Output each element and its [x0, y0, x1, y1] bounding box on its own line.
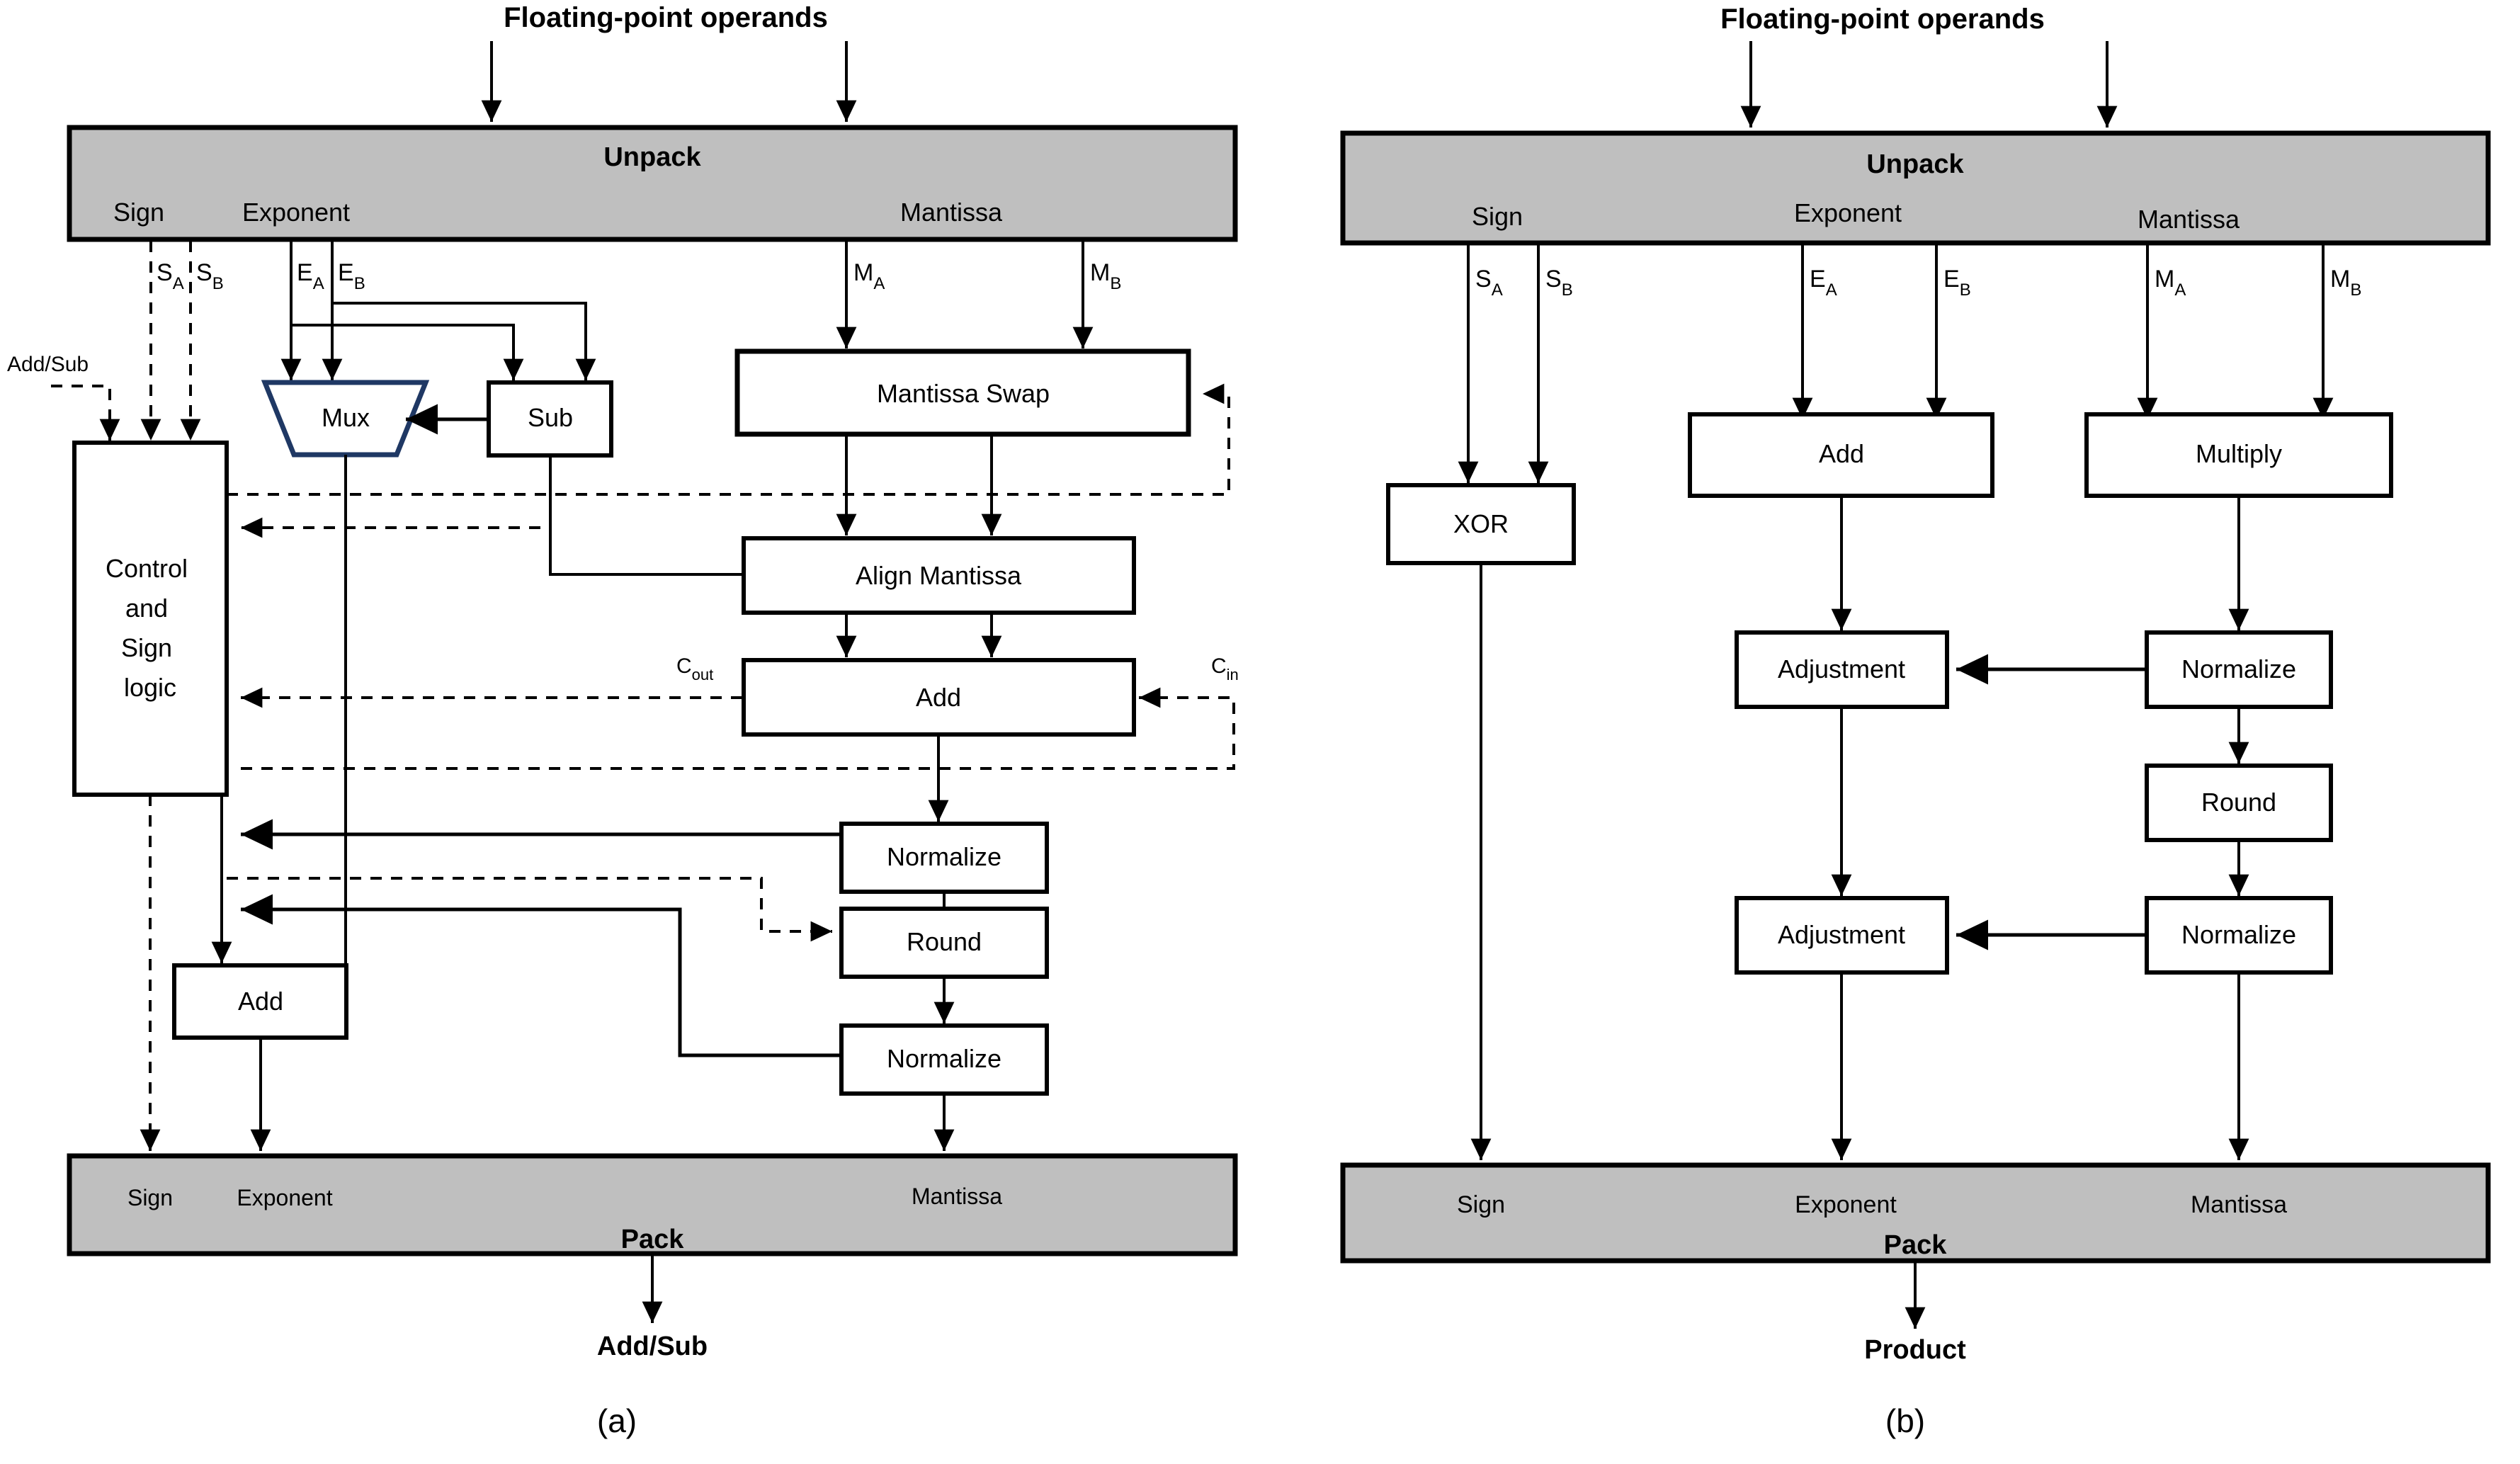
unpack-block-a [67, 125, 1238, 242]
unpack-port-sign-a: Sign [113, 198, 164, 227]
panel-b-top-label: Floating-point operands [1720, 4, 2045, 35]
pack-port-mantissa-b: Mantissa [2191, 1191, 2287, 1218]
eb-branch-a [332, 302, 587, 379]
control-input-label-a: Add/Sub [7, 353, 89, 376]
normalize1-label-b: Normalize [2181, 654, 2296, 683]
panel-a: Floating-point operands Unpack Sign Expo… [7, 2, 1239, 1439]
multiply-label-b: Multiply [2196, 439, 2282, 468]
normalize2-label-a: Normalize [887, 1044, 1001, 1073]
pack-port-sign-b: Sign [1457, 1191, 1505, 1218]
normalize1-block-b [2145, 630, 2333, 709]
align-mantissa-block-a [742, 536, 1136, 615]
unpack-block-b [1340, 130, 2491, 246]
control-to-round-wire-a [227, 877, 833, 942]
normalize2-to-control-a [241, 894, 841, 1057]
normalize2-label-b: Normalize [2181, 920, 2296, 949]
normalize1-block-a [839, 822, 1049, 894]
sub-label-a: Sub [528, 403, 573, 432]
adjustment1-label-b: Adjustment [1778, 654, 1905, 683]
pack-port-sign-a: Sign [127, 1185, 173, 1210]
round-block-b [2145, 764, 2333, 842]
mantissa-swap-block-a [734, 348, 1191, 437]
round-label-a: Round [907, 927, 982, 956]
pack-port-exponent-a: Exponent [237, 1185, 332, 1210]
unpack-port-mantissa-b: Mantissa [2138, 205, 2240, 234]
pack-title-b: Pack [1884, 1230, 1948, 1260]
add-exponent-block-b [1688, 412, 1994, 498]
mux-block-a [261, 380, 430, 458]
panel-b-caption: (b) [1885, 1402, 1925, 1439]
unpack-port-mantissa-a: Mantissa [900, 198, 1003, 227]
panel-a-bottom-label: Add/Sub [597, 1332, 708, 1361]
unpack-port-exponent-b: Exponent [1794, 198, 1902, 227]
control-sign-logic-block-a [72, 441, 229, 797]
panel-a-caption: (a) [597, 1402, 637, 1439]
add-mantissa-label-a: Add [916, 683, 961, 712]
xor-block-b [1386, 483, 1576, 565]
pack-block-b [1340, 1162, 2491, 1264]
add-exponent-label-b: Add [1819, 439, 1864, 468]
panel-a-top-label: Floating-point operands [504, 2, 828, 33]
control-to-swap-wire-a [227, 383, 1230, 496]
pack-block-a [67, 1153, 1238, 1256]
panel-b-bottom-label: Product [1864, 1335, 1966, 1365]
carry-in-wire-a [241, 687, 1235, 770]
unpack-port-sign-b: Sign [1472, 202, 1523, 231]
adjustment2-label-b: Adjustment [1778, 920, 1905, 949]
multiply-block-b [2084, 412, 2393, 498]
add-mantissa-block-a [742, 658, 1136, 737]
normalize2-block-a [839, 1023, 1049, 1096]
mux-label-a: Mux [322, 403, 370, 432]
pack-title-a: Pack [621, 1225, 685, 1254]
unpack-title-b: Unpack [1866, 149, 1964, 179]
add-exponent-label-a: Add [238, 987, 283, 1016]
pack-port-mantissa-a: Mantissa [912, 1184, 1002, 1209]
align-mantissa-label-a: Align Mantissa [856, 561, 1022, 590]
unpack-title-a: Unpack [603, 142, 701, 172]
control-sign-logic-label-a: Control and Sign logic [106, 554, 195, 702]
round-block-a [839, 907, 1049, 979]
sub-block-a [487, 380, 613, 458]
xor-label-b: XOR [1453, 509, 1509, 538]
pack-port-exponent-b: Exponent [1795, 1191, 1897, 1218]
mantissa-swap-label-a: Mantissa Swap [877, 379, 1050, 408]
round-label-b: Round [2201, 788, 2276, 817]
normalize1-label-a: Normalize [887, 842, 1001, 871]
unpack-port-exponent-a: Exponent [242, 198, 350, 227]
adjustment1-block-b [1735, 630, 1949, 709]
